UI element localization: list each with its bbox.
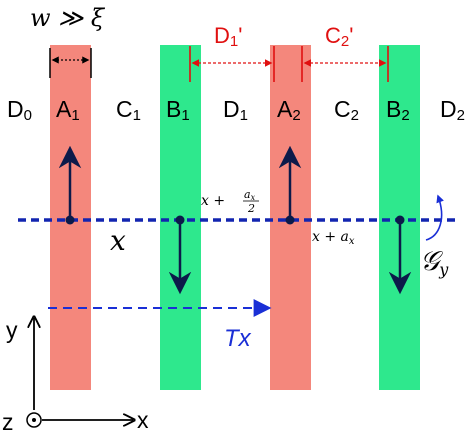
interval-C2p-label: C2' [325,23,353,50]
axis-y-label: y [6,317,18,343]
axis-z-dot-icon [32,418,36,422]
label-D0: D0 [7,96,32,124]
label-Gy: 𝒢y [420,246,449,279]
label-B2: B2 [386,96,410,124]
label-x-plus-half-ax: x + ax 2 [201,188,259,215]
label-C1: C1 [116,96,141,124]
spin-dot-B2 [395,215,405,225]
svg-text:x +: x + [201,193,225,209]
spin-dot-A2 [285,215,295,225]
label-D1: D1 [223,96,248,124]
label-A1: A1 [56,96,80,124]
spin-dot-B1 [175,215,185,225]
label-B1: B1 [166,96,190,124]
spin-dot-A1 [65,215,75,225]
label-Tx: Tx [224,325,252,352]
label-D2: D2 [440,96,465,124]
label-x: x [110,224,126,257]
label-x-plus-ax: x + ax [312,229,355,247]
label-C2: C2 [334,96,359,124]
gy-rotation-arrow [425,194,444,241]
width-note: w ≫ ξ [30,4,106,32]
axis-x-label: x [137,407,149,433]
label-A2: A2 [277,96,301,124]
svg-text:ax: ax [244,188,256,202]
axis-z-circle-icon [26,412,42,428]
interval-D1p-label: D1' [214,23,242,50]
axis-z-label: z [2,409,14,435]
svg-text:2: 2 [247,202,255,215]
